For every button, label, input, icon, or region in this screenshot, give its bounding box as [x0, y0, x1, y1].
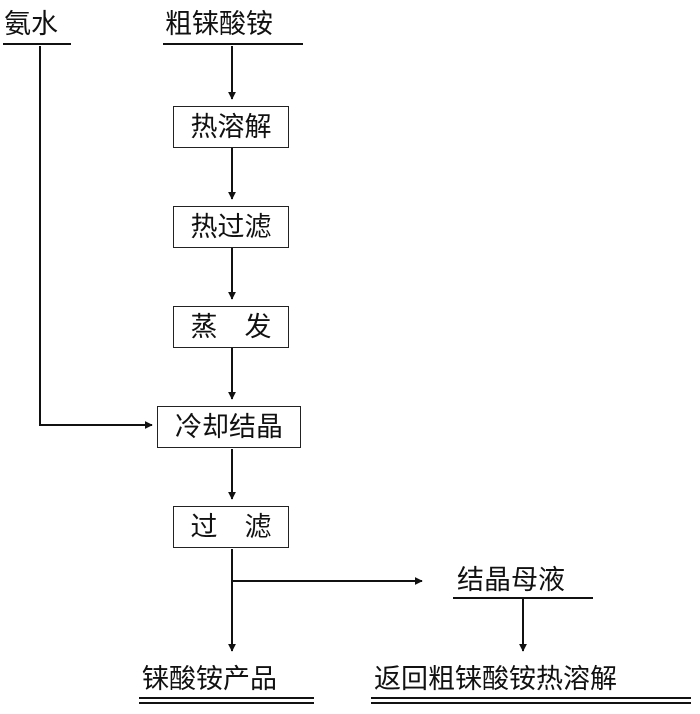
crude-ammonium-perrhenate-underline	[163, 43, 303, 45]
product-label: 铼酸铵产品	[142, 664, 277, 695]
arrow-ammonia-to-crystallize	[39, 46, 153, 429]
crude-ammonium-perrhenate-label: 粗铼酸铵	[165, 9, 273, 40]
step-hot-dissolve: 热溶解	[173, 106, 289, 148]
recycle-label: 返回粗铼酸铵热溶解	[374, 664, 617, 695]
step-cool-crystallize: 冷却结晶	[157, 406, 301, 448]
recycle-double-underline	[371, 697, 691, 704]
ammonia-underline	[3, 43, 71, 45]
product-double-underline	[139, 697, 314, 704]
ammonia-label: 氨水	[4, 9, 58, 40]
mother-liquor-label: 结晶母液	[457, 565, 565, 596]
step-hot-filter: 热过滤	[173, 206, 289, 248]
step-evaporate: 蒸 发	[173, 306, 289, 348]
mother-liquor-underline	[453, 597, 593, 599]
step-filter: 过 滤	[173, 506, 289, 548]
